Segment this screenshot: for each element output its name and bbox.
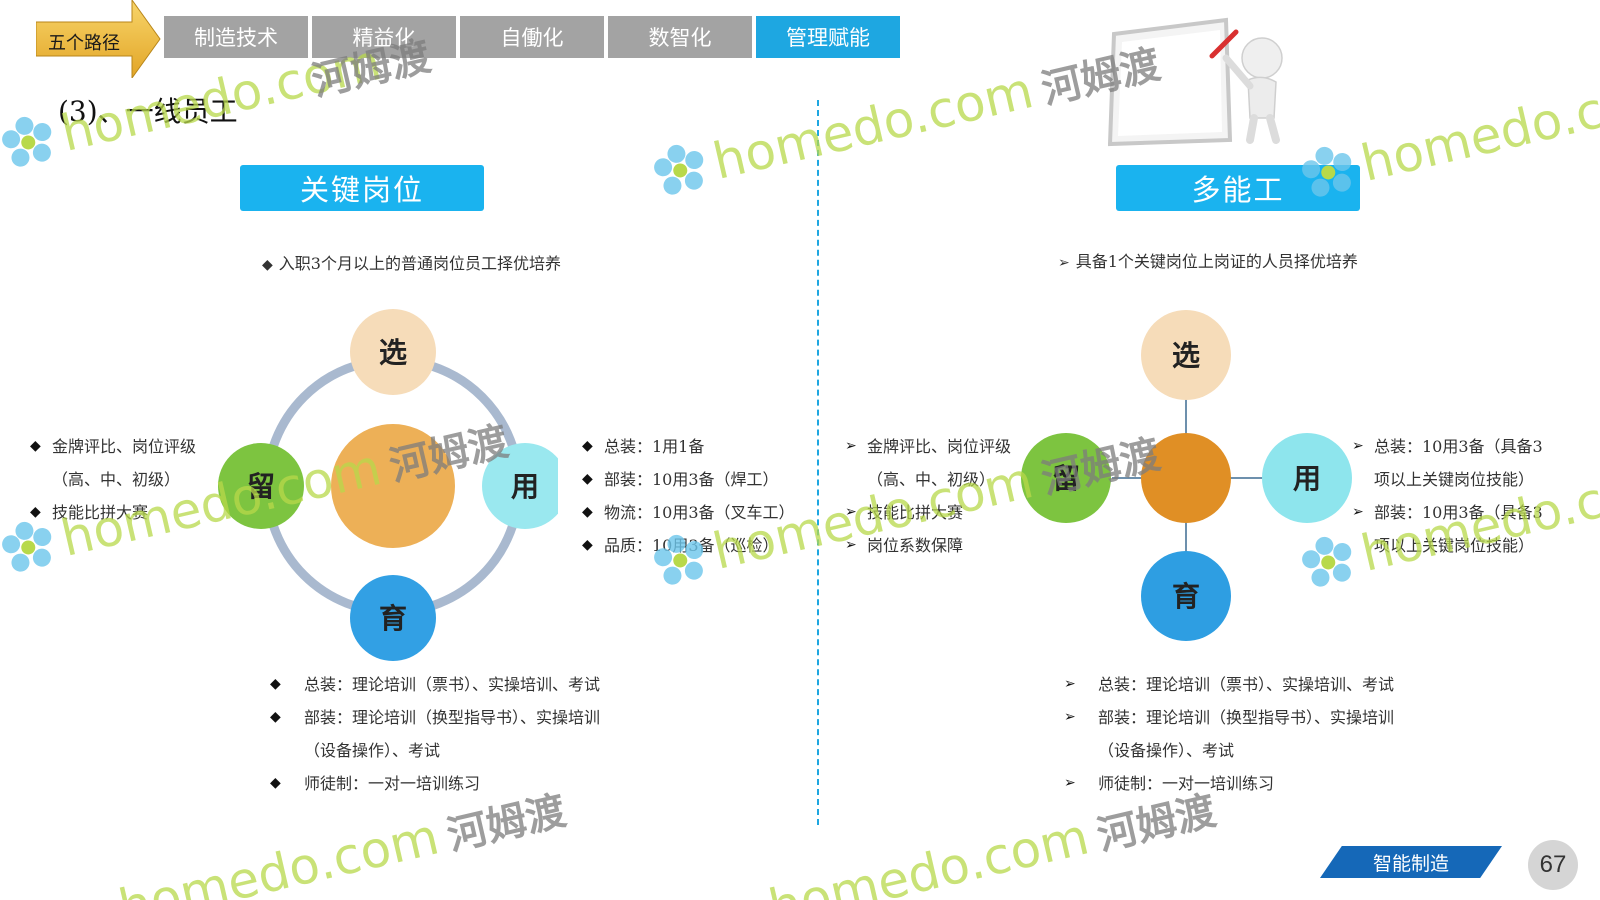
list-item: ➢部装：理论培训（换型指导书）、实操培训 <box>1060 701 1394 734</box>
panel-divider <box>817 100 819 825</box>
svg-text:用: 用 <box>511 470 539 503</box>
diamond-bullet-icon: ◆ <box>262 257 273 273</box>
path-tabs: 制造技术 精益化 自働化 数智化 管理赋能 <box>164 16 900 58</box>
diamond-bullet-icon: ◆ <box>582 504 593 520</box>
diamond-bullet-icon: ◆ <box>30 504 41 520</box>
key-positions-note: ◆入职3个月以上的普通岗位员工择优培养 <box>262 254 561 273</box>
page-number: 67 <box>1528 840 1578 890</box>
multi-skilled-retain-list: ➢金牌评比、岗位评级 （高、中、初级） ➢技能比拼大赛 ➢岗位系数保障 <box>845 430 1011 562</box>
path-label: 五个路径 <box>48 33 120 54</box>
tab-management[interactable]: 管理赋能 <box>756 16 900 58</box>
multi-skilled-note: ➢具备1个关键岗位上岗证的人员择优培养 <box>1058 252 1358 271</box>
list-item: ◆总装：理论培训（票书）、实操培训、考试 <box>266 668 600 701</box>
flower-logo-icon <box>654 144 704 195</box>
svg-text:选: 选 <box>1172 339 1200 372</box>
list-item: （设备操作）、考试 <box>1098 741 1235 760</box>
path-arrow-shape <box>36 0 161 78</box>
key-positions-use-list: ◆总装：1用1备 ◆部装：10用3备（焊工） ◆物流：10用3备（叉车工） ◆品… <box>582 430 795 562</box>
arrow-bullet-icon: ➢ <box>1064 676 1076 692</box>
arrow-bullet-icon: ➢ <box>845 438 857 454</box>
diamond-bullet-icon: ◆ <box>270 676 281 692</box>
list-item: ➢总装：理论培训（票书）、实操培训、考试 <box>1060 668 1394 701</box>
list-item: ◆金牌评比、岗位评级 <box>30 430 196 463</box>
svg-text:选: 选 <box>379 336 407 369</box>
list-item: ➢师徒制：一对一培训练习 <box>1060 767 1394 800</box>
center-circle <box>1141 433 1231 523</box>
panel-heading-key-positions: 关键岗位 <box>240 165 484 211</box>
node-use: 用 <box>1262 433 1352 523</box>
multi-skilled-cultivate-list: ➢总装：理论培训（票书）、实操培训、考试 ➢部装：理论培训（换型指导书）、实操培… <box>1060 668 1394 800</box>
tab-digital[interactable]: 数智化 <box>608 16 752 58</box>
list-item: 项以上关键岗位技能） <box>1374 536 1535 555</box>
list-item: ➢总装：10用3备（具备3 <box>1352 430 1543 463</box>
svg-text:育: 育 <box>1172 580 1200 613</box>
node-retain: 留 <box>218 443 304 529</box>
list-item: ◆部装：理论培训（换型指导书）、实操培训 <box>266 701 600 734</box>
list-item: ◆总装：1用1备 <box>582 430 795 463</box>
footer-tag: 智能制造 <box>1320 846 1502 878</box>
list-item: ➢岗位系数保障 <box>845 529 1011 562</box>
list-item: ➢部装：10用3备（具备3 <box>1352 496 1543 529</box>
node-retain: 留 <box>1021 433 1111 523</box>
cross-diagram-multi-skilled: 选 用 育 留 <box>1021 310 1352 641</box>
arrow-bullet-icon: ➢ <box>1064 775 1076 791</box>
arrow-bullet-icon: ➢ <box>845 504 857 520</box>
svg-text:用: 用 <box>1293 462 1321 495</box>
node-select: 选 <box>1141 310 1231 400</box>
diamond-bullet-icon: ◆ <box>582 438 593 454</box>
list-item: ◆技能比拼大赛 <box>30 496 196 529</box>
key-positions-cultivate-list: ◆总装：理论培训（票书）、实操培训、考试 ◆部装：理论培训（换型指导书）、实操培… <box>266 668 600 800</box>
section-title: (3)、一线员工 <box>58 95 238 128</box>
diamond-bullet-icon: ◆ <box>30 438 41 454</box>
arrow-bullet-icon: ➢ <box>1352 438 1364 454</box>
node-cultivate: 育 <box>350 575 436 661</box>
list-item: ➢金牌评比、岗位评级 <box>845 430 1011 463</box>
panel-heading-multi-skilled: 多能工 <box>1116 165 1360 211</box>
key-positions-retain-list: ◆金牌评比、岗位评级 （高、中、初级） ◆技能比拼大赛 <box>30 430 196 529</box>
diamond-bullet-icon: ◆ <box>270 709 281 725</box>
tab-lean[interactable]: 精益化 <box>312 16 456 58</box>
flower-logo-icon <box>2 116 52 167</box>
center-circle <box>331 424 455 548</box>
arrow-bullet-icon: ➢ <box>845 537 857 553</box>
cross-connectors <box>1112 396 1264 560</box>
diamond-bullet-icon: ◆ <box>582 537 593 553</box>
svg-text:留: 留 <box>247 470 275 503</box>
list-item: ◆师徒制：一对一培训练习 <box>266 767 600 800</box>
tab-jidoka[interactable]: 自働化 <box>460 16 604 58</box>
list-item: ◆品质：10用3备（巡检） <box>582 529 795 562</box>
list-item: （高、中、初级） <box>867 470 996 489</box>
arrow-bullet-icon: ➢ <box>1352 504 1364 520</box>
multi-skilled-use-list: ➢总装：10用3备（具备3 项以上关键岗位技能） ➢部装：10用3备（具备3 项… <box>1352 430 1543 562</box>
svg-text:留: 留 <box>1052 462 1080 495</box>
svg-text:育: 育 <box>379 602 407 635</box>
node-use: 用 <box>482 443 558 529</box>
diamond-bullet-icon: ◆ <box>582 471 593 487</box>
list-item: 项以上关键岗位技能） <box>1374 470 1535 489</box>
list-item: ➢技能比拼大赛 <box>845 496 1011 529</box>
arrow-bullet-icon: ➢ <box>1058 255 1070 271</box>
node-select: 选 <box>350 309 436 395</box>
diamond-bullet-icon: ◆ <box>270 775 281 791</box>
list-item: （高、中、初级） <box>52 470 181 489</box>
arrow-bullet-icon: ➢ <box>1064 709 1076 725</box>
list-item: ◆部装：10用3备（焊工） <box>582 463 795 496</box>
tab-manufacturing-tech[interactable]: 制造技术 <box>164 16 308 58</box>
list-item: ◆物流：10用3备（叉车工） <box>582 496 795 529</box>
list-item: （设备操作）、考试 <box>304 741 441 760</box>
node-cultivate: 育 <box>1141 551 1231 641</box>
cycle-diagram-key-positions: 选 用 育 留 <box>218 309 558 661</box>
whiteboard-figure-icon <box>1108 17 1283 147</box>
